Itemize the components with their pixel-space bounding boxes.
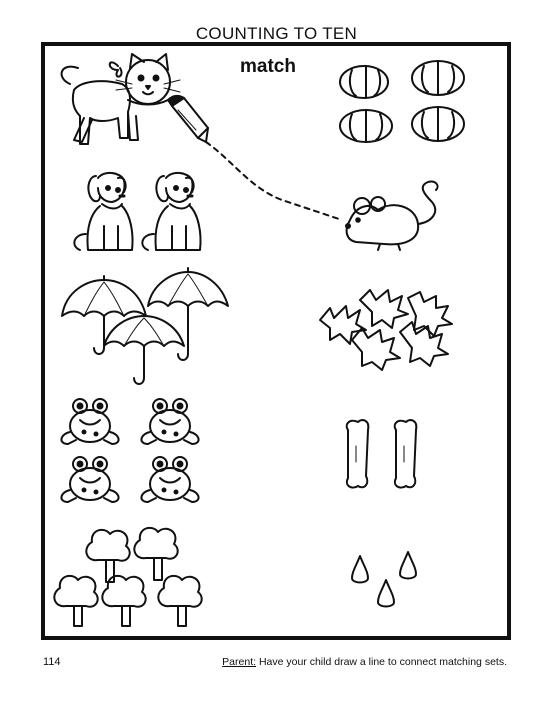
parent-text: Have your child draw a line to connect m… xyxy=(256,656,507,668)
raindrop-icon xyxy=(377,579,395,608)
holly-leaf-icon xyxy=(351,327,401,371)
tree-icon xyxy=(53,574,99,627)
umbrella-icon xyxy=(61,275,147,355)
shell-icon xyxy=(339,109,393,143)
instruction-word: match xyxy=(240,56,296,77)
umbrella-icon xyxy=(103,315,185,385)
raindrop-icon xyxy=(399,551,417,580)
shell-icon xyxy=(411,106,465,142)
worksheet-frame xyxy=(41,42,511,640)
page-number: 114 xyxy=(43,656,61,668)
example-match-line xyxy=(205,141,343,221)
parent-label: Parent: xyxy=(222,656,257,668)
cat-icon xyxy=(60,53,181,145)
frog-icon xyxy=(60,398,120,445)
page-title: COUNTING TO TEN xyxy=(195,24,358,43)
tree-icon xyxy=(85,528,131,583)
bone-icon xyxy=(345,419,370,489)
holly-leaf-icon xyxy=(319,305,367,345)
dog-icon xyxy=(73,172,134,251)
dog-icon xyxy=(141,172,202,251)
holly-leaf-icon xyxy=(359,289,409,329)
umbrella-icon xyxy=(147,267,229,361)
frog-icon xyxy=(140,456,200,503)
holly-leaf-icon xyxy=(399,321,449,367)
holly-leaf-icon xyxy=(407,291,453,337)
tree-icon xyxy=(157,574,203,627)
shell-icon xyxy=(411,60,465,96)
frog-icon xyxy=(60,456,120,503)
tree-icon xyxy=(101,574,147,627)
parent-instructions: Parent: Have your child draw a line to c… xyxy=(222,656,507,668)
mouse-icon xyxy=(345,180,439,251)
tree-icon xyxy=(133,526,179,581)
raindrop-icon xyxy=(351,555,369,584)
shell-icon xyxy=(339,65,389,99)
pencil-icon xyxy=(167,94,209,143)
bone-icon xyxy=(393,419,418,489)
frog-icon xyxy=(140,398,200,445)
